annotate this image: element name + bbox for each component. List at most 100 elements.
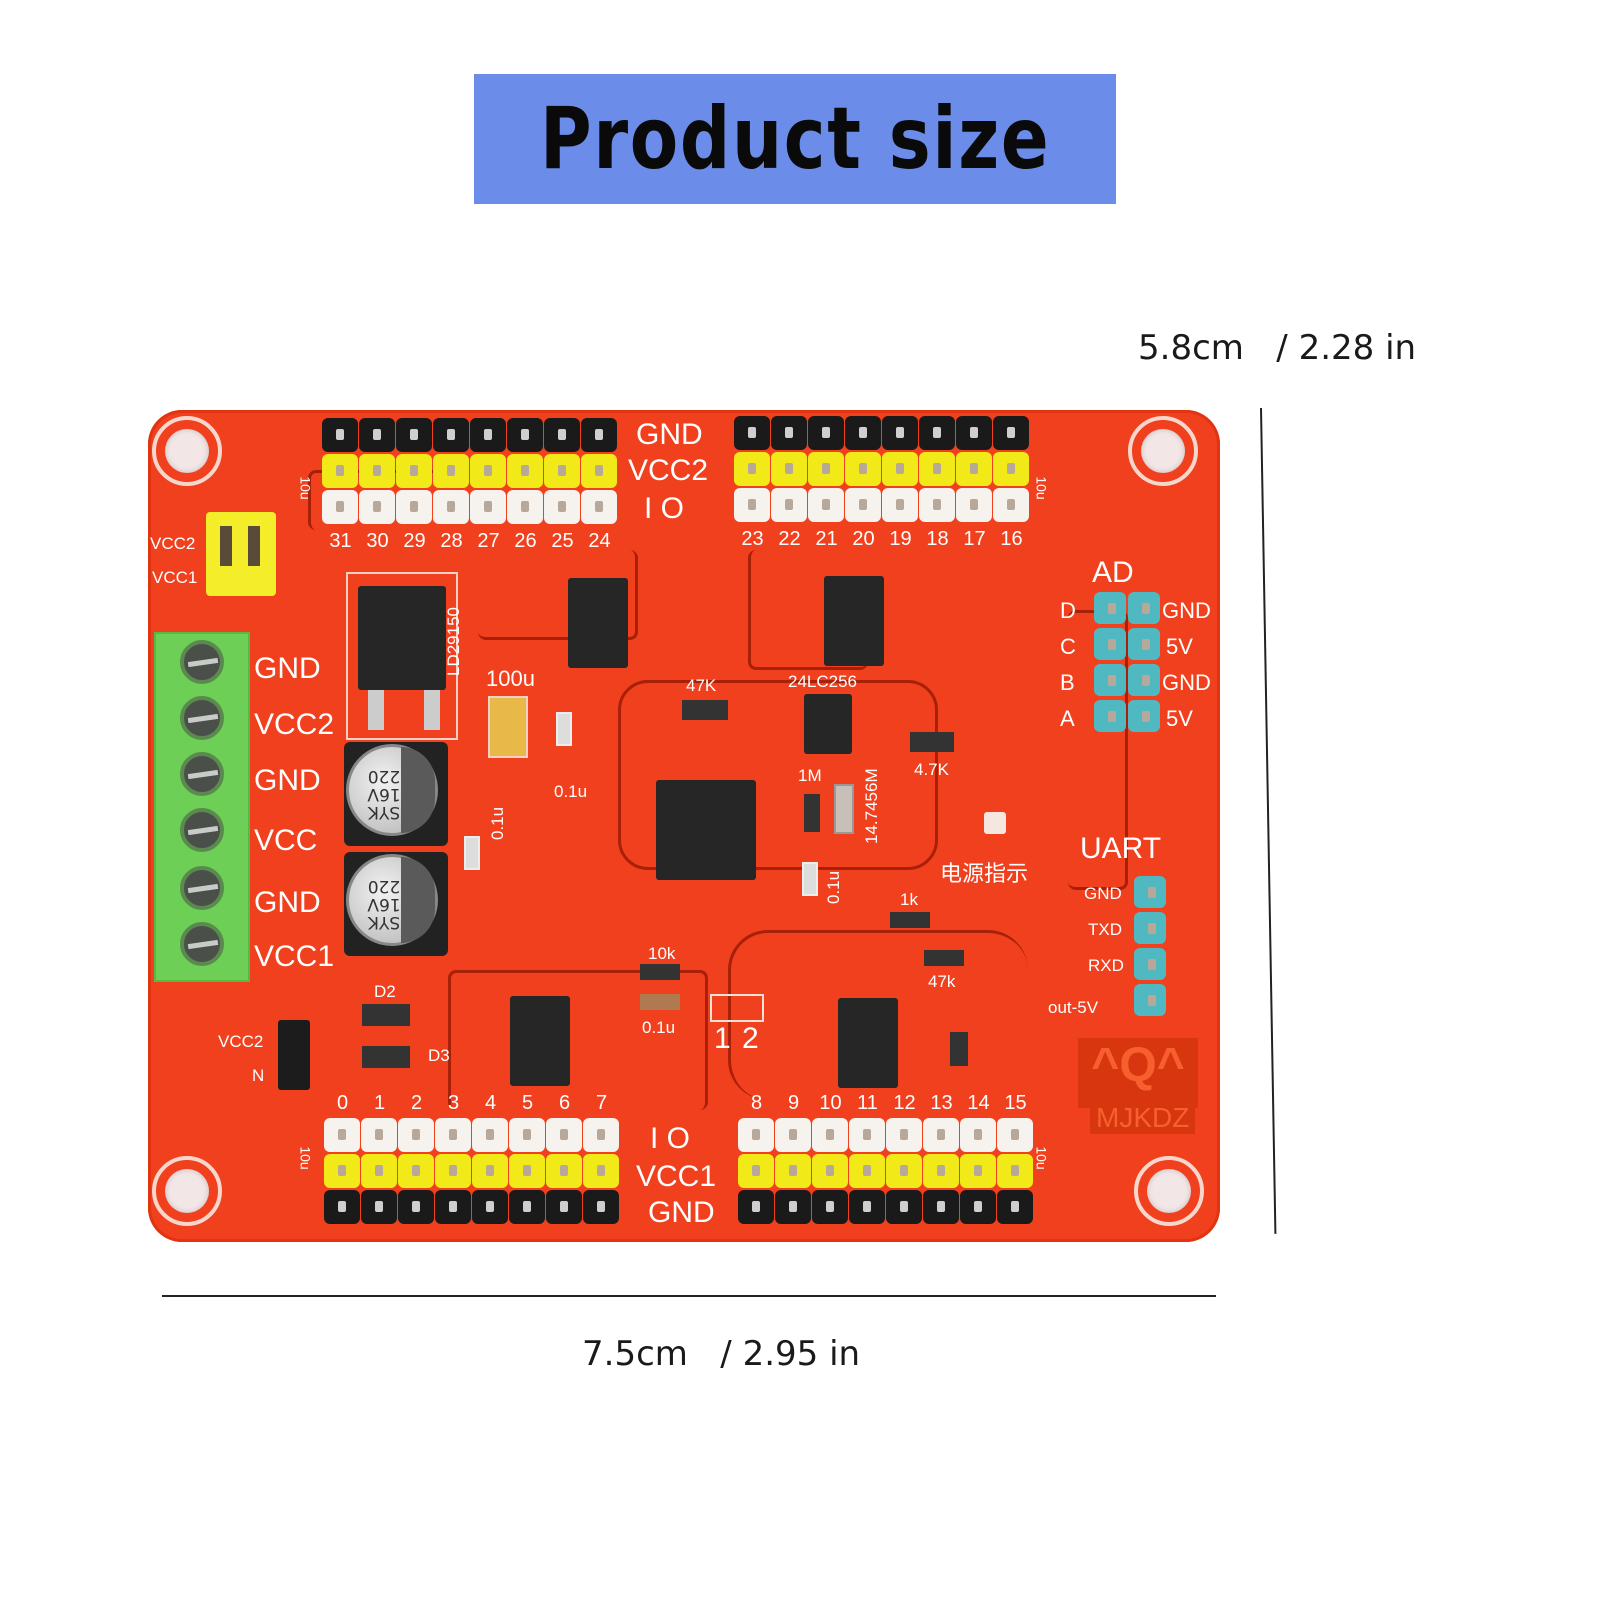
header-pin[interactable]: [845, 488, 881, 522]
header-pin[interactable]: [507, 454, 543, 488]
header-pin[interactable]: [849, 1190, 885, 1224]
header-pin[interactable]: [470, 490, 506, 524]
header-pin[interactable]: [993, 416, 1029, 450]
header-pin[interactable]: [734, 488, 770, 522]
header-pin[interactable]: [470, 418, 506, 452]
header-pin[interactable]: [882, 488, 918, 522]
header-pin[interactable]: [322, 454, 358, 488]
header-pin[interactable]: [960, 1154, 996, 1188]
header-pin[interactable]: [882, 416, 918, 450]
header-pin[interactable]: [398, 1118, 434, 1152]
header-pin[interactable]: [509, 1154, 545, 1188]
header-pin[interactable]: [845, 452, 881, 486]
header-pin[interactable]: [361, 1154, 397, 1188]
header-pin[interactable]: [775, 1154, 811, 1188]
header-pin[interactable]: [738, 1190, 774, 1224]
screw-terminal[interactable]: [180, 696, 224, 740]
header-pin[interactable]: [433, 454, 469, 488]
header-pin[interactable]: [361, 1190, 397, 1224]
header-pin[interactable]: [544, 454, 580, 488]
header-pin[interactable]: [324, 1154, 360, 1188]
header-pin[interactable]: [923, 1154, 959, 1188]
header-pin[interactable]: [771, 416, 807, 450]
header-pin[interactable]: [507, 490, 543, 524]
header-pin[interactable]: [544, 418, 580, 452]
header-pin[interactable]: [509, 1190, 545, 1224]
header-pin[interactable]: [882, 452, 918, 486]
header-pin[interactable]: [886, 1190, 922, 1224]
header-pin[interactable]: [1094, 700, 1126, 732]
header-pin[interactable]: [583, 1154, 619, 1188]
header-pin[interactable]: [396, 454, 432, 488]
header-pin[interactable]: [993, 488, 1029, 522]
header-pin[interactable]: [472, 1190, 508, 1224]
header-pin[interactable]: [1128, 700, 1160, 732]
header-pin[interactable]: [583, 1190, 619, 1224]
header-pin[interactable]: [509, 1118, 545, 1152]
header-pin[interactable]: [738, 1118, 774, 1152]
screw-terminal[interactable]: [180, 922, 224, 966]
header-pin[interactable]: [435, 1190, 471, 1224]
header-pin[interactable]: [812, 1118, 848, 1152]
header-pin[interactable]: [581, 490, 617, 524]
header-pin[interactable]: [808, 452, 844, 486]
header-pin[interactable]: [808, 488, 844, 522]
header-pin[interactable]: [845, 416, 881, 450]
header-pin[interactable]: [960, 1190, 996, 1224]
header-pin[interactable]: [923, 1190, 959, 1224]
header-pin[interactable]: [470, 454, 506, 488]
header-pin[interactable]: [359, 418, 395, 452]
screw-terminal[interactable]: [180, 752, 224, 796]
power-select-jumper[interactable]: [206, 512, 276, 596]
header-pin[interactable]: [812, 1154, 848, 1188]
header-pin[interactable]: [956, 488, 992, 522]
header-pin[interactable]: [359, 454, 395, 488]
header-pin[interactable]: [886, 1154, 922, 1188]
header-pin[interactable]: [997, 1154, 1033, 1188]
header-pin[interactable]: [581, 418, 617, 452]
screw-terminal[interactable]: [180, 808, 224, 852]
header-pin[interactable]: [849, 1154, 885, 1188]
header-pin[interactable]: [849, 1118, 885, 1152]
header-pin[interactable]: [581, 454, 617, 488]
header-pin[interactable]: [808, 416, 844, 450]
header-pin[interactable]: [1094, 592, 1126, 624]
header-pin[interactable]: [1134, 912, 1166, 944]
header-pin[interactable]: [738, 1154, 774, 1188]
header-pin[interactable]: [775, 1118, 811, 1152]
header-pin[interactable]: [1128, 592, 1160, 624]
header-pin[interactable]: [1134, 876, 1166, 908]
header-pin[interactable]: [956, 416, 992, 450]
header-pin[interactable]: [396, 490, 432, 524]
header-pin[interactable]: [775, 1190, 811, 1224]
header-pin[interactable]: [322, 490, 358, 524]
header-pin[interactable]: [546, 1118, 582, 1152]
header-pin[interactable]: [1094, 664, 1126, 696]
header-pin[interactable]: [1128, 628, 1160, 660]
header-pin[interactable]: [919, 416, 955, 450]
header-pin[interactable]: [771, 452, 807, 486]
header-pin[interactable]: [546, 1190, 582, 1224]
header-pin[interactable]: [359, 490, 395, 524]
header-pin[interactable]: [507, 418, 543, 452]
header-pin[interactable]: [544, 490, 580, 524]
header-pin[interactable]: [1134, 948, 1166, 980]
vcc-select-jumper[interactable]: [278, 1020, 310, 1090]
header-pin[interactable]: [324, 1118, 360, 1152]
header-pin[interactable]: [324, 1190, 360, 1224]
header-pin[interactable]: [923, 1118, 959, 1152]
header-pin[interactable]: [997, 1190, 1033, 1224]
header-pin[interactable]: [472, 1118, 508, 1152]
header-pin[interactable]: [919, 488, 955, 522]
header-pin[interactable]: [398, 1190, 434, 1224]
header-pin[interactable]: [433, 490, 469, 524]
header-pin[interactable]: [435, 1118, 471, 1152]
header-pin[interactable]: [812, 1190, 848, 1224]
header-pin[interactable]: [1134, 984, 1166, 1016]
header-pin[interactable]: [993, 452, 1029, 486]
header-pin[interactable]: [1128, 664, 1160, 696]
screw-terminal[interactable]: [180, 640, 224, 684]
header-pin[interactable]: [472, 1154, 508, 1188]
header-pin[interactable]: [734, 452, 770, 486]
screw-terminal[interactable]: [180, 866, 224, 910]
